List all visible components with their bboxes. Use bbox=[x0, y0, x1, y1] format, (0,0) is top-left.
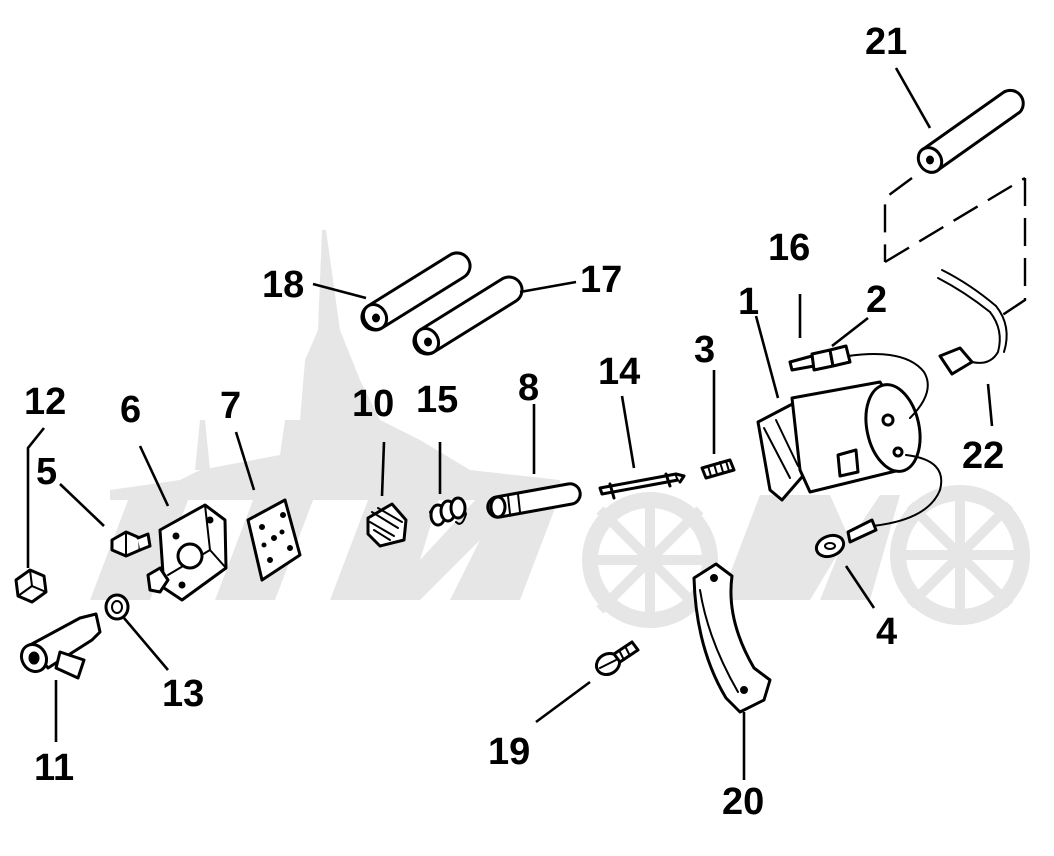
part-3-spring bbox=[700, 458, 736, 480]
callout-5: 5 bbox=[36, 451, 57, 493]
part-5-screw bbox=[110, 530, 152, 558]
part-10-cap bbox=[366, 502, 408, 548]
callout-8: 8 bbox=[518, 367, 539, 409]
dashed-guide-lines bbox=[883, 176, 1027, 321]
callout-1: 1 bbox=[738, 281, 759, 323]
part-13-o-ring bbox=[104, 593, 130, 621]
callout-6: 6 bbox=[120, 389, 141, 431]
part-4-ground-lead bbox=[814, 454, 943, 559]
callout-16: 16 bbox=[768, 227, 810, 269]
callout-4: 4 bbox=[876, 611, 897, 653]
callout-11: 11 bbox=[34, 747, 74, 789]
callout-12: 12 bbox=[24, 381, 66, 423]
part-21-tube bbox=[916, 88, 1025, 174]
part-1-solenoid bbox=[756, 380, 922, 502]
callout-3: 3 bbox=[694, 329, 715, 371]
callout-15: 15 bbox=[416, 379, 458, 421]
leader-lines bbox=[26, 67, 994, 780]
callout-13: 13 bbox=[162, 673, 204, 715]
part-8-plunger bbox=[486, 482, 582, 519]
callout-labels: 21 18 17 16 2 1 3 14 8 10 15 7 6 12 5 22… bbox=[24, 21, 1004, 823]
callout-7: 7 bbox=[220, 385, 241, 427]
callout-21: 21 bbox=[865, 21, 907, 63]
part-7-diaphragm bbox=[246, 498, 302, 582]
part-20-bracket bbox=[692, 562, 772, 714]
part-11-fitting bbox=[19, 612, 102, 680]
part-6-pump-body bbox=[146, 503, 228, 602]
part-17-tube bbox=[412, 275, 524, 356]
part-15-spring bbox=[429, 496, 468, 527]
callout-10: 10 bbox=[352, 383, 394, 425]
callout-14: 14 bbox=[598, 351, 640, 393]
part-18-tube bbox=[360, 251, 472, 332]
part-22-clip bbox=[937, 269, 1008, 376]
part-14-pin bbox=[598, 472, 686, 500]
callout-17: 17 bbox=[580, 259, 622, 301]
part-16-2-lead-wire bbox=[788, 344, 929, 419]
part-12-nut bbox=[14, 568, 48, 604]
callout-19: 19 bbox=[488, 731, 530, 773]
callout-2: 2 bbox=[866, 279, 887, 321]
callout-22: 22 bbox=[962, 435, 1004, 477]
callout-20: 20 bbox=[722, 781, 764, 823]
part-19-bolt bbox=[594, 640, 640, 677]
callout-18: 18 bbox=[262, 264, 304, 306]
